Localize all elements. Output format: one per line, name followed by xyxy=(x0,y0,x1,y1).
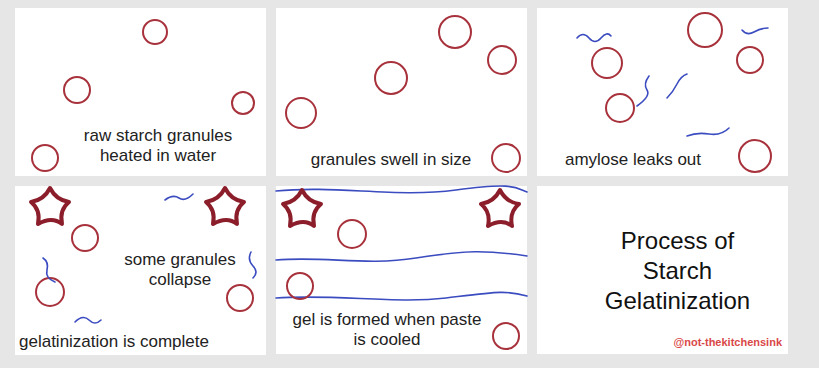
starch-granule xyxy=(375,62,407,94)
title-text: Process of Starch Gelatinization xyxy=(590,226,765,316)
starch-granule xyxy=(606,94,634,122)
starch-granule xyxy=(32,145,58,171)
caption-text: granules swell in size xyxy=(281,150,501,170)
starch-granule xyxy=(36,278,64,306)
caption-text: some granules collapse xyxy=(105,250,255,289)
panel-art xyxy=(286,16,520,172)
collapsed-granule xyxy=(206,188,244,224)
starch-granule xyxy=(688,13,722,47)
collapsed-granule xyxy=(283,190,321,226)
starch-granule xyxy=(143,20,167,44)
gel-network xyxy=(276,252,527,261)
starch-granule xyxy=(72,225,98,251)
starch-granule xyxy=(64,77,90,103)
caption-text: raw starch granules heated in water xyxy=(63,126,253,165)
panel-art xyxy=(276,186,527,349)
amylose-strand xyxy=(43,258,55,282)
starch-granule xyxy=(338,220,366,248)
panel: raw starch granules heated in water xyxy=(15,8,266,176)
starch-granule xyxy=(287,273,313,299)
panel-art xyxy=(31,188,256,323)
amylose-strand xyxy=(577,34,611,42)
caption-text: gelatinization is complete xyxy=(19,332,264,352)
amylose-strand xyxy=(687,128,729,136)
starch-granule xyxy=(493,323,519,349)
starch-granule xyxy=(737,47,763,73)
starch-granule xyxy=(739,140,771,172)
amylose-strand xyxy=(742,28,768,34)
amylose-strand xyxy=(637,76,649,106)
amylose-strand xyxy=(249,252,256,278)
gel-network xyxy=(276,186,527,193)
starch-granule xyxy=(227,285,253,311)
amylose-strand xyxy=(165,194,193,200)
caption-text: amylose leaks out xyxy=(543,150,723,170)
panel: gel is formed when paste is cooled xyxy=(276,186,527,354)
panel: granules swell in size xyxy=(276,8,527,176)
collapsed-granule xyxy=(481,190,519,226)
caption-text: gel is formed when paste is cooled xyxy=(287,310,487,349)
starch-granule xyxy=(286,98,316,128)
credit-text: @not-thekitchensink xyxy=(577,336,782,349)
starch-granule xyxy=(492,144,520,172)
panel: Process of Starch Gelatinization @not-the… xyxy=(537,186,788,354)
starch-granule xyxy=(439,16,471,48)
starch-granule xyxy=(488,46,516,74)
amylose-strand xyxy=(667,74,687,98)
panel-art xyxy=(577,13,771,172)
collapsed-granule xyxy=(31,188,69,224)
panel: some granules collapse gelatinization is … xyxy=(15,186,266,355)
panel-art xyxy=(32,20,254,171)
starch-granule xyxy=(592,48,622,78)
amylose-strand xyxy=(75,317,101,323)
panel: amylose leaks out xyxy=(537,8,788,176)
starch-granule xyxy=(232,92,254,114)
gel-network xyxy=(276,292,527,300)
